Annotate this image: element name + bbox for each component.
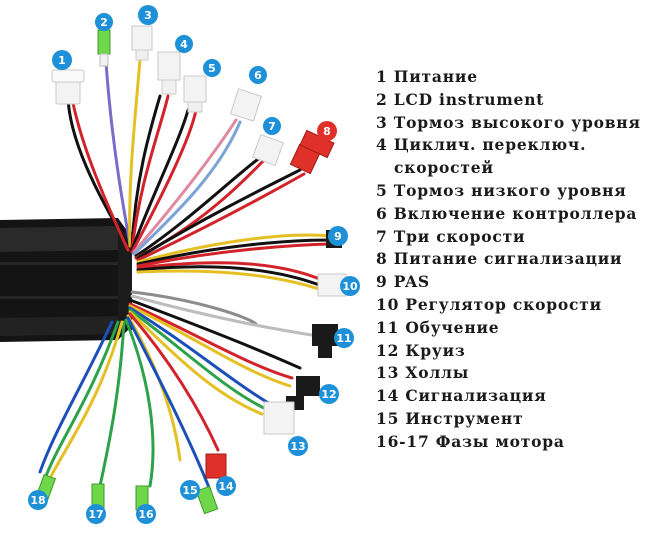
svg-text:14: 14 bbox=[218, 480, 234, 493]
svg-text:8: 8 bbox=[323, 125, 331, 138]
svg-text:18: 18 bbox=[30, 494, 45, 507]
connector-1 bbox=[51, 69, 85, 105]
legend-item-11: 11 Обучение bbox=[376, 317, 500, 337]
legend-item-4-continued: скоростей bbox=[394, 158, 494, 178]
connector-14 bbox=[205, 453, 227, 479]
svg-text:5: 5 bbox=[208, 62, 216, 75]
badge-8: 8 bbox=[317, 121, 337, 141]
legend-item-3: 3 Тормоз высокого уровня bbox=[376, 112, 641, 132]
svg-text:11: 11 bbox=[336, 332, 351, 345]
svg-text:6: 6 bbox=[254, 69, 262, 82]
badge-17: 17 bbox=[86, 504, 106, 524]
svg-text:12: 12 bbox=[321, 388, 336, 401]
svg-text:15: 15 bbox=[182, 484, 197, 497]
legend-item-8: 8 Питание сигнализации bbox=[376, 249, 623, 269]
badge-10: 10 bbox=[340, 276, 360, 296]
svg-text:17: 17 bbox=[88, 508, 103, 521]
legend-item-10: 10 Регулятор скорости bbox=[376, 294, 602, 314]
connector-6 bbox=[229, 88, 263, 122]
legend-item-15: 15 Инструмент bbox=[376, 408, 524, 428]
svg-text:7: 7 bbox=[268, 120, 276, 133]
badge-7: 7 bbox=[263, 117, 281, 135]
connector-13 bbox=[263, 401, 295, 435]
connector-5 bbox=[183, 75, 207, 113]
badge-5: 5 bbox=[203, 59, 221, 77]
badge-14: 14 bbox=[216, 476, 236, 496]
connector-4 bbox=[157, 51, 181, 95]
connector-8 bbox=[289, 129, 335, 175]
connector-15 bbox=[195, 485, 219, 515]
legend-item-5: 5 Тормоз низкого уровня bbox=[376, 180, 627, 200]
legend-item-16: 16-17 Фазы мотора bbox=[376, 431, 565, 451]
badge-3: 3 bbox=[138, 5, 158, 25]
legend-item-14: 14 Сигнализация bbox=[376, 386, 547, 406]
badge-9: 9 bbox=[328, 226, 348, 246]
badge-18: 18 bbox=[28, 490, 48, 510]
legend-item-13: 13 Холлы bbox=[376, 363, 470, 383]
legend-item-6: 6 Включение контроллера bbox=[376, 203, 638, 223]
connector-7 bbox=[251, 133, 285, 167]
svg-text:9: 9 bbox=[334, 230, 342, 243]
badge-16: 16 bbox=[136, 504, 156, 524]
connector-11 bbox=[312, 324, 338, 358]
badge-15: 15 bbox=[180, 480, 200, 500]
legend-item-9: 9 PAS bbox=[376, 272, 430, 292]
legend-item-2: 2 LCD instrument bbox=[376, 89, 545, 109]
legend: 1 Питание 2 LCD instrument 3 Тормоз высо… bbox=[376, 66, 656, 454]
legend-item-4: 4 Циклич. переключ. bbox=[376, 135, 587, 155]
wiring-diagram: 1 2 3 4 5 6 7 8 9 10 11 12 13 14 15 16 1… bbox=[0, 5, 360, 524]
badge-11: 11 bbox=[334, 328, 354, 348]
legend-item-1: 1 Питание bbox=[376, 67, 478, 86]
connector-3 bbox=[131, 25, 153, 61]
svg-text:16: 16 bbox=[138, 508, 154, 521]
legend-item-7: 7 Три скорости bbox=[376, 226, 526, 246]
wire-bundle bbox=[38, 58, 332, 492]
svg-text:2: 2 bbox=[100, 16, 108, 29]
badge-6: 6 bbox=[249, 66, 267, 84]
badge-13: 13 bbox=[288, 436, 308, 456]
badge-2: 2 bbox=[95, 13, 113, 31]
badge-1: 1 bbox=[52, 50, 72, 70]
controller-body bbox=[0, 218, 132, 342]
svg-text:4: 4 bbox=[180, 38, 188, 51]
svg-text:1: 1 bbox=[58, 54, 66, 67]
badge-12: 12 bbox=[319, 384, 339, 404]
connector-2 bbox=[97, 29, 111, 67]
svg-text:10: 10 bbox=[342, 280, 358, 293]
svg-text:3: 3 bbox=[144, 9, 152, 22]
svg-text:13: 13 bbox=[290, 440, 305, 453]
legend-item-12: 12 Круиз bbox=[376, 340, 466, 360]
badge-4: 4 bbox=[175, 35, 193, 53]
